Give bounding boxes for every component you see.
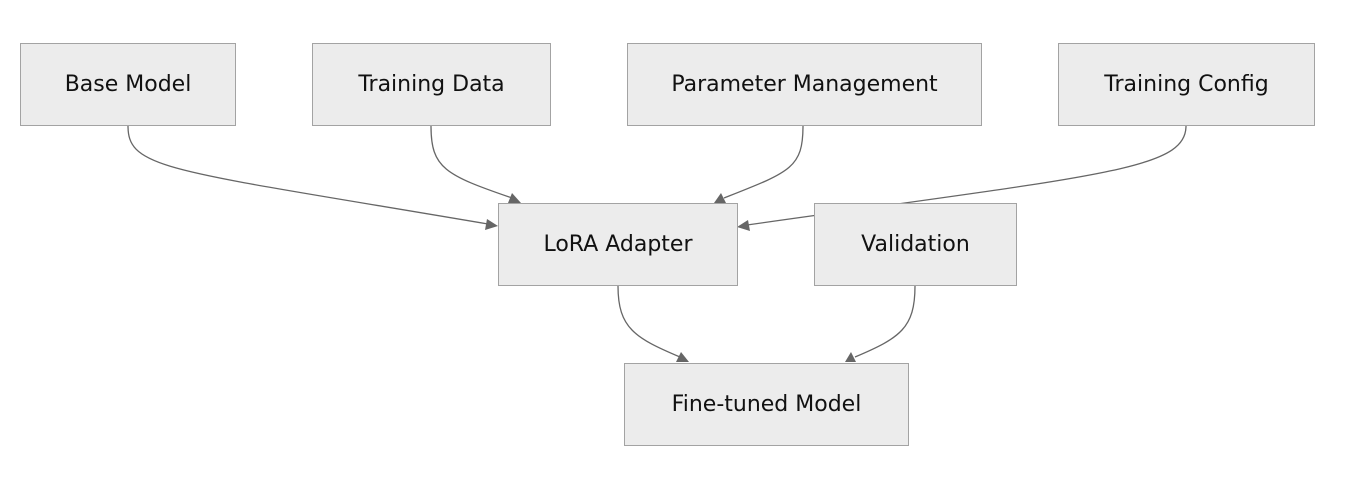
edge-lora-adapter-to-fine-tuned-model xyxy=(617,285,681,358)
node-training-data-label: Training Data xyxy=(358,72,505,97)
node-validation-label: Validation xyxy=(861,232,970,257)
node-fine-tuned-model: Fine-tuned Model xyxy=(624,363,909,446)
edge-validation-to-fine-tuned-model xyxy=(854,285,916,358)
arrowhead-lora-adapter-to-fine-tuned-model xyxy=(676,352,689,362)
arrowhead-training-config-to-lora-adapter xyxy=(737,220,750,231)
edge-base-model-to-lora-adapter xyxy=(127,125,489,225)
node-parameter-management-label: Parameter Management xyxy=(671,72,938,97)
node-validation: Validation xyxy=(814,203,1017,286)
arrowhead-parameter-management-to-lora-adapter xyxy=(714,193,726,203)
arrowhead-base-model-to-lora-adapter xyxy=(485,219,498,230)
node-parameter-management: Parameter Management xyxy=(627,43,982,126)
node-training-data: Training Data xyxy=(312,43,551,126)
edge-training-data-to-lora-adapter xyxy=(430,125,513,199)
arrowhead-validation-to-fine-tuned-model xyxy=(845,352,856,362)
node-base-model-label: Base Model xyxy=(64,72,192,97)
node-training-config-label: Training Config xyxy=(1104,72,1269,97)
edge-parameter-management-to-lora-adapter xyxy=(723,125,804,199)
node-lora-adapter: LoRA Adapter xyxy=(498,203,738,286)
node-lora-adapter-label: LoRA Adapter xyxy=(543,232,693,257)
node-training-config: Training Config xyxy=(1058,43,1315,126)
node-base-model: Base Model xyxy=(20,43,236,126)
arrowhead-training-data-to-lora-adapter xyxy=(508,193,521,203)
node-fine-tuned-model-label: Fine-tuned Model xyxy=(671,392,862,417)
